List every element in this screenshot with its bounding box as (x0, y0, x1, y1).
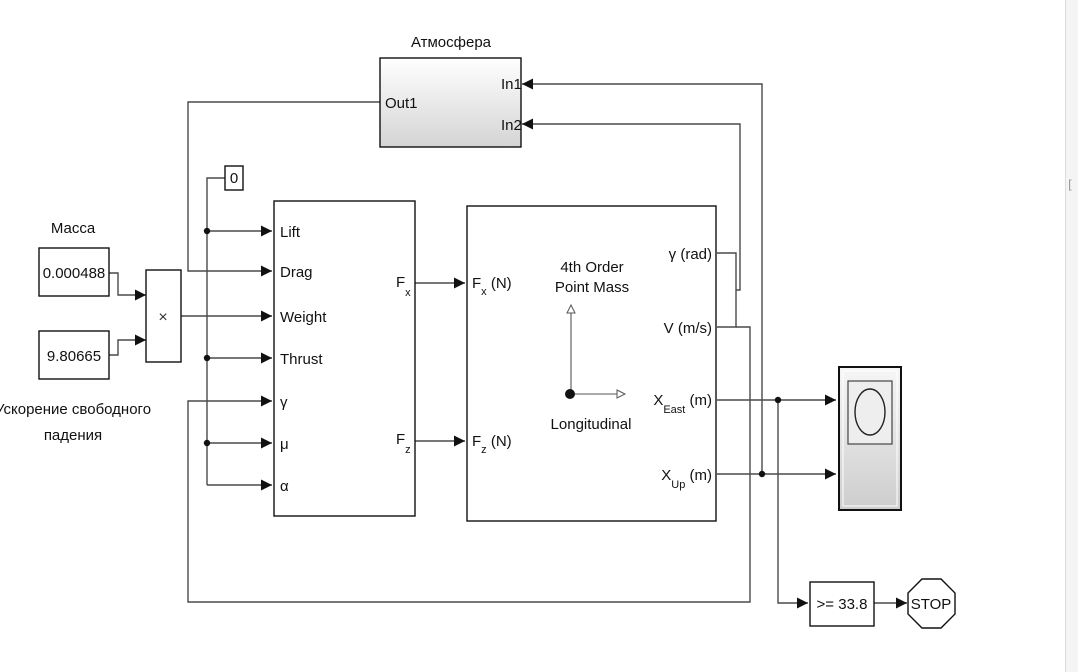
point-mass-out-xup: XUp (m) (661, 467, 712, 491)
point-mass-out-gamma: γ (rad) (669, 246, 712, 263)
wire-gamma-to-v-loop (717, 252, 737, 328)
mass-title: Масса (51, 220, 96, 237)
point-mass-title-line1: 4th Order (560, 259, 623, 276)
wire-xeast-to-compare (777, 400, 808, 609)
wire-gravity-to-product (109, 334, 146, 356)
forces-port-drag: Drag (280, 264, 313, 281)
scope-screen-icon (847, 380, 893, 445)
point-mass-title-line2: Point Mass (555, 279, 629, 296)
branch-dot (203, 354, 211, 362)
point-mass-out-xeast: XEast (m) (653, 392, 712, 416)
edge-strip: [ (1065, 0, 1078, 672)
forces-port-lift: Lift (280, 224, 301, 241)
branch-dot (758, 470, 766, 478)
point-mass-block[interactable]: 4th Order Point Mass Longitudinal Fx (N)… (466, 205, 717, 522)
atmosphere-title: Атмосфера (411, 34, 492, 51)
wire-out1-to-drag (187, 101, 380, 277)
mass-value: 0.000488 (43, 265, 106, 282)
atmosphere-port-in2: In2 (501, 117, 522, 134)
forces-port-mu: μ (280, 436, 289, 453)
constant-zero-value: 0 (230, 170, 238, 187)
compare-label: >= 33.8 (817, 596, 868, 613)
wire-constant-zero (206, 177, 225, 485)
point-mass-in-fz: Fz (N) (472, 433, 512, 456)
atmosphere-port-out1: Out1 (385, 95, 418, 112)
gravity-label-line1: Ускорение свободного (0, 401, 151, 418)
forces-port-gamma: γ (280, 394, 288, 411)
gravity-label-line2: падения (44, 427, 102, 444)
product-block[interactable]: × (145, 269, 182, 363)
wire-xup-to-in1 (522, 78, 763, 474)
forces-port-weight: Weight (280, 309, 327, 326)
gravity-value: 9.80665 (47, 348, 101, 365)
branch-dot (203, 227, 211, 235)
compare-block[interactable]: >= 33.8 (809, 581, 875, 627)
atmosphere-port-in1: In1 (501, 76, 522, 93)
multiply-icon: × (158, 309, 167, 326)
stop-block[interactable]: STOP (907, 578, 956, 629)
branch-dot (203, 439, 211, 447)
stop-label: STOP (911, 596, 952, 613)
wire-gamma-feedback (187, 326, 751, 603)
forces-out-fz: Fz (396, 431, 411, 456)
point-mass-in-fx: Fx (N) (472, 275, 512, 298)
constant-zero-block[interactable]: 0 (224, 165, 244, 191)
point-mass-subtitle: Longitudinal (551, 416, 632, 433)
point-mass-out-v: V (m/s) (664, 320, 712, 337)
axes-icon (565, 303, 627, 399)
signal-lines (109, 78, 907, 609)
wire-v-to-in2 (522, 118, 741, 291)
forces-port-alpha: α (280, 478, 289, 495)
forces-out-fx: Fx (396, 274, 411, 299)
gravity-block[interactable]: 9.80665 Ускорение свободного падения (0, 330, 151, 444)
xy-graph-block[interactable] (838, 366, 902, 511)
forces-block[interactable]: Lift Drag Weight Thrust γ μ α Fx Fz (273, 200, 416, 517)
branch-points (203, 227, 782, 478)
branch-dot (774, 396, 782, 404)
mass-block[interactable]: Масса 0.000488 (38, 220, 110, 297)
atmosphere-block[interactable]: Атмосфера In1 In2 Out1 (379, 34, 522, 148)
forces-port-thrust: Thrust (280, 351, 323, 368)
wire-mass-to-product (109, 272, 146, 301)
edge-bracket-icon: [ (1068, 178, 1073, 192)
